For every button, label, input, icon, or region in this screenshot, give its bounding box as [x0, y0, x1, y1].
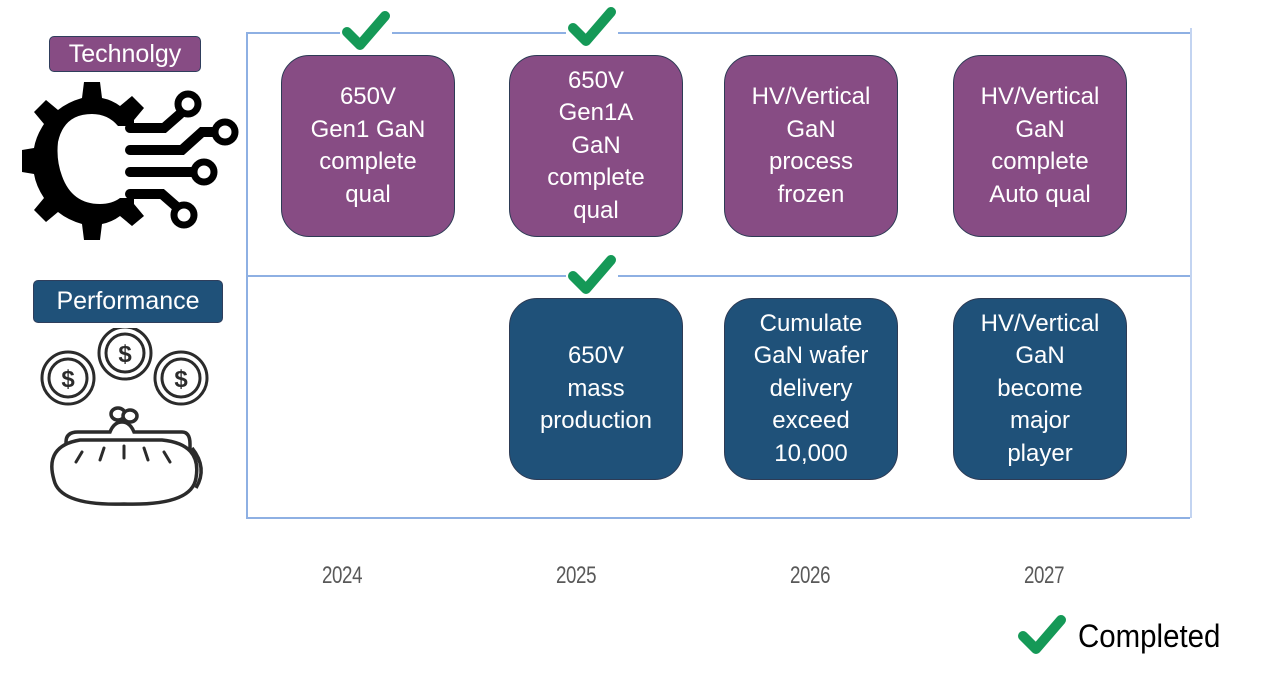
frame-right-border: [1190, 28, 1192, 518]
milestone-tech-2024: 650V Gen1 GaN complete qual: [281, 55, 455, 237]
milestone-text: HV/Vertical GaN complete Auto qual: [980, 83, 1100, 208]
checkmark-icon: [566, 252, 618, 298]
milestone-text: Cumulate GaN wafer delivery exceed 10,00…: [753, 309, 869, 467]
milestone-text: 650V Gen1A GaN complete qual: [547, 66, 645, 224]
frame-bottom-border: [246, 517, 1190, 519]
row-divider: [246, 275, 1190, 277]
milestone-text: HV/Vertical GaN process frozen: [751, 83, 871, 208]
year-label: 2027: [1024, 562, 1065, 589]
legend-label: Completed: [1078, 618, 1221, 654]
milestone-text: 650V mass production: [539, 342, 653, 435]
year-label: 2026: [790, 562, 831, 589]
gear-circuit-icon: [22, 80, 244, 242]
checkmark-icon: [340, 8, 392, 54]
coin-purse-icon: $ $ $: [32, 325, 212, 510]
svg-text:$: $: [61, 366, 75, 393]
svg-text:$: $: [118, 341, 132, 368]
legend: Completed: [1016, 612, 1233, 661]
milestone-text: HV/Vertical GaN become major player: [980, 309, 1100, 467]
milestone-perf-2025: 650V mass production: [509, 298, 683, 480]
milestone-tech-2026: HV/Vertical GaN process frozen: [724, 55, 898, 237]
frame-left-border: [246, 32, 248, 519]
milestone-tech-2027: HV/Vertical GaN complete Auto qual: [953, 55, 1127, 237]
milestone-text: 650V Gen1 GaN complete qual: [310, 83, 426, 208]
frame-top-border: [246, 32, 1190, 34]
year-label: 2024: [322, 562, 363, 589]
svg-text:$: $: [174, 366, 188, 393]
checkmark-icon: [1016, 612, 1068, 661]
milestone-perf-2026: Cumulate GaN wafer delivery exceed 10,00…: [724, 298, 898, 480]
milestone-tech-2025: 650V Gen1A GaN complete qual: [509, 55, 683, 237]
milestone-perf-2027: HV/Vertical GaN become major player: [953, 298, 1127, 480]
checkmark-icon: [566, 4, 618, 50]
year-label: 2025: [556, 562, 597, 589]
row-label-technology: Technolgy: [49, 36, 201, 72]
row-label-performance: Performance: [33, 280, 223, 323]
